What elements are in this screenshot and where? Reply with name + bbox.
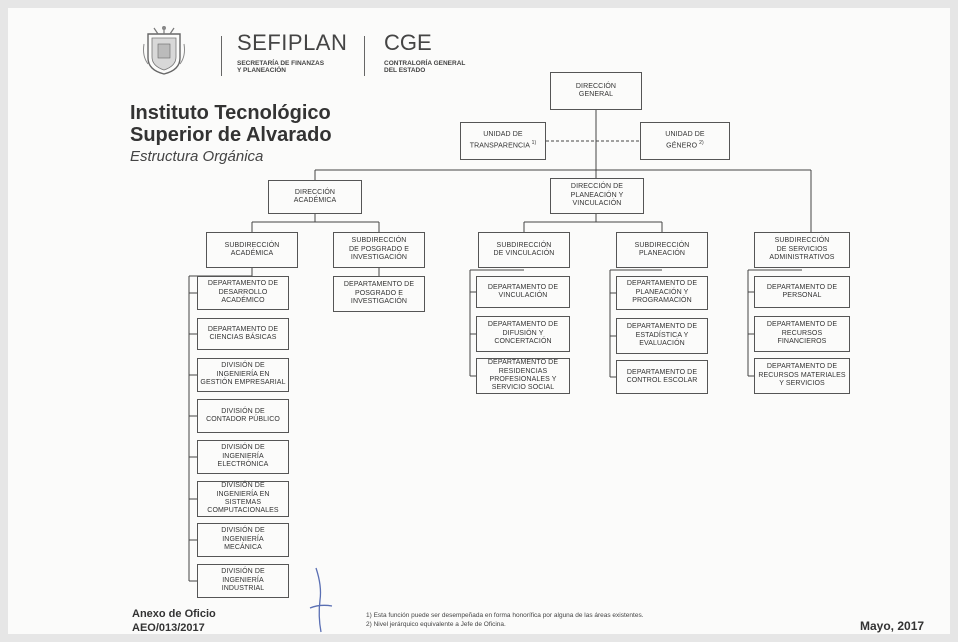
node-depto-desarrollo-academico: DEPARTAMENTO DE DESARROLLO ACADÉMICO: [197, 276, 289, 310]
org-chart-page: SEFIPLAN SECRETARÍA DE FINANZAS Y PLANEA…: [8, 8, 950, 634]
node-depto-vinculacion: DEPARTAMENTO DE VINCULACIÓN: [476, 276, 570, 308]
annex-label: Anexo de Oficio: [132, 608, 216, 620]
sefiplan-subtitle: SECRETARÍA DE FINANZAS Y PLANEACIÓN: [237, 60, 325, 75]
node-subdireccion-servicios-administrativos: SUBDIRECCIÓN DE SERVICIOS ADMINISTRATIVO…: [754, 232, 850, 268]
header-divider: [364, 36, 365, 76]
node-depto-ciencias-basicas: DEPARTAMENTO DE CIENCIAS BÁSICAS: [197, 318, 289, 350]
footnote-2: 2) Nivel jerárquico equivalente a Jefe d…: [366, 621, 506, 628]
institute-title-line2: Superior de Alvarado: [130, 124, 332, 146]
node-depto-recursos-materiales: DEPARTAMENTO DE RECURSOS MATERIALES Y SE…: [754, 358, 850, 394]
node-direccion-academica: DIRECCIÓN ACADÉMICA: [268, 180, 362, 214]
node-label: UNIDAD DE GÉNERO: [665, 131, 705, 150]
institute-title-line1: Instituto Tecnológico: [130, 102, 331, 124]
state-coat-of-arms-icon: [143, 26, 185, 75]
node-depto-personal: DEPARTAMENTO DE PERSONAL: [754, 276, 850, 308]
sefiplan-logo-text: SEFIPLAN: [237, 30, 348, 55]
footnote-marker: 1): [531, 139, 537, 146]
node-division-electronica: DIVISIÓN DE INGENIERÍA ELECTRÓNICA: [197, 440, 289, 474]
annex-code: AEO/013/2017: [132, 622, 205, 634]
node-division-sistemas-computacionales: DIVISIÓN DE INGENIERÍA EN SISTEMAS COMPU…: [197, 481, 289, 517]
node-direccion-general: DIRECCIÓN GENERAL: [550, 72, 642, 110]
cge-logo-text: CGE: [384, 30, 432, 55]
node-unidad-genero: UNIDAD DE GÉNERO 2): [640, 122, 730, 160]
node-label: UNIDAD DE TRANSPARENCIA: [469, 131, 530, 150]
node-depto-residencias-profesionales: DEPARTAMENTO DE RESIDENCIAS PROFESIONALE…: [476, 358, 570, 394]
node-depto-recursos-financieros: DEPARTAMENTO DE RECURSOS FINANCIEROS: [754, 316, 850, 352]
footnote-marker: 2): [699, 139, 704, 146]
header-divider: [221, 36, 222, 76]
node-division-industrial: DIVISIÓN DE INGENIERÍA INDUSTRIAL: [197, 564, 289, 598]
document-date: Mayo, 2017: [860, 619, 925, 633]
node-subdireccion-planeacion: SUBDIRECCIÓN PLANEACIÓN: [616, 232, 708, 268]
node-subdireccion-academica: SUBDIRECCIÓN ACADÉMICA: [206, 232, 298, 268]
node-depto-estadistica-evaluacion: DEPARTAMENTO DE ESTADÍSTICA Y EVALUACIÓN: [616, 318, 708, 354]
node-unidad-transparencia: UNIDAD DE TRANSPARENCIA 1): [460, 122, 546, 160]
signature-mark: [309, 567, 333, 633]
node-division-gestion-empresarial: DIVISIÓN DE INGENIERÍA EN GESTIÓN EMPRES…: [197, 358, 289, 392]
cge-subtitle: CONTRALORÍA GENERAL DEL ESTADO: [384, 60, 466, 75]
node-division-contador-publico: DIVISIÓN DE CONTADOR PÚBLICO: [197, 399, 289, 433]
node-subdireccion-posgrado: SUBDIRECCIÓN DE POSGRADO E INVESTIGACIÓN: [333, 232, 425, 268]
node-subdireccion-vinculacion: SUBDIRECCIÓN DE VINCULACIÓN: [478, 232, 570, 268]
page-subtitle: Estructura Orgánica: [130, 148, 264, 165]
node-depto-control-escolar: DEPARTAMENTO DE CONTROL ESCOLAR: [616, 360, 708, 394]
node-depto-posgrado-investigacion: DEPARTAMENTO DE POSGRADO E INVESTIGACIÓN: [333, 276, 425, 312]
node-division-mecanica: DIVISIÓN DE INGENIERÍA MECÁNICA: [197, 523, 289, 557]
node-depto-planeacion-programacion: DEPARTAMENTO DE PLANEACIÓN Y PROGRAMACIÓ…: [616, 276, 708, 310]
node-depto-difusion-concertacion: DEPARTAMENTO DE DIFUSIÓN Y CONCERTACIÓN: [476, 316, 570, 352]
footnote-1: 1) Esta función puede ser desempeñada en…: [366, 612, 644, 619]
node-direccion-planeacion-vinculacion: DIRECCIÓN DE PLANEACIÓN Y VINCULACIÓN: [550, 178, 644, 214]
